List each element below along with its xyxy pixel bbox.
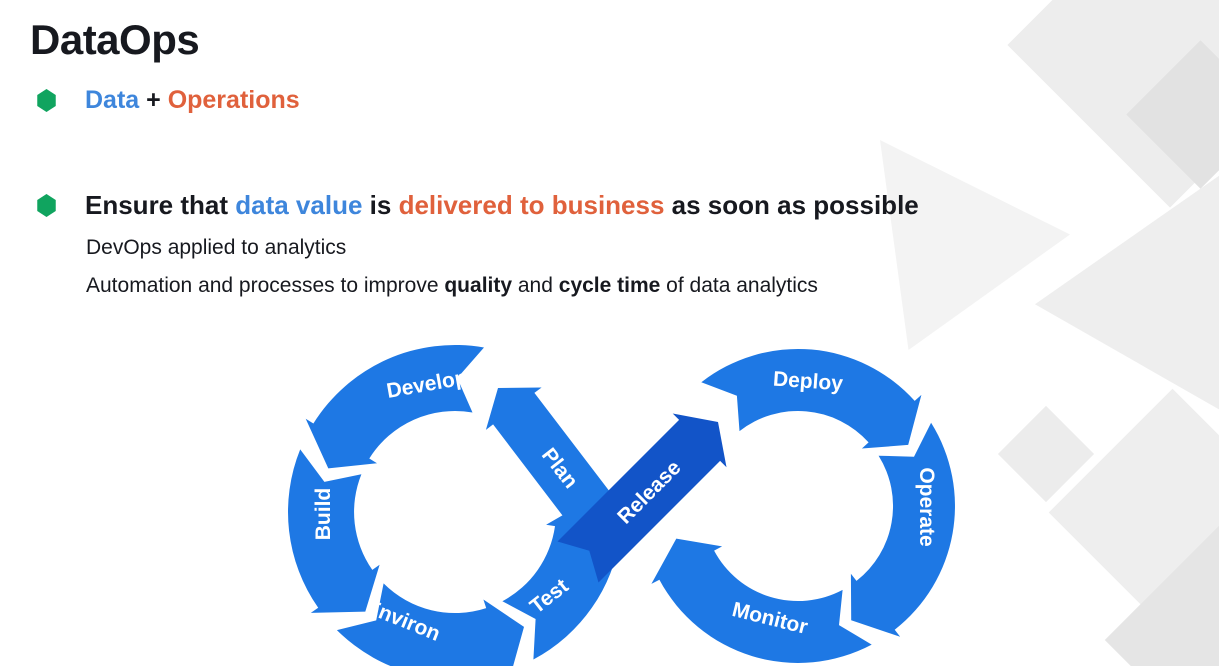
segment-monitor <box>651 538 872 663</box>
infinity-loop-segments <box>288 344 955 666</box>
slide-title: DataOps <box>30 16 200 63</box>
bullet1-text: Data + Operations <box>85 86 300 115</box>
subtext-automation: Automation and processes to improve qual… <box>86 274 818 298</box>
bullet2-text: Ensure that data value is delivered to b… <box>85 190 919 221</box>
quality-word: quality <box>444 274 513 297</box>
cycle-time-phrase: cycle time <box>558 274 661 297</box>
segment-label-build: Build <box>312 488 335 541</box>
subtext2-p3: of data analytics <box>660 274 818 297</box>
segment-label-deploy: Deploy <box>772 368 844 396</box>
segment-deploy <box>701 348 922 449</box>
subtext2-p1: Automation and processes to improve <box>86 274 445 297</box>
operations-word: Operations <box>167 86 300 114</box>
segment-environ <box>336 583 524 666</box>
segment-release <box>557 413 727 583</box>
segment-operate <box>850 422 955 637</box>
hexagon-bullet-icon <box>37 194 56 217</box>
bullet-ensure-data-value: Ensure that data value is delivered to b… <box>36 190 919 221</box>
segment-build <box>288 449 380 613</box>
bullet2-mid: is <box>362 190 399 220</box>
hexagon-bullet-icon <box>37 89 56 112</box>
bullet2-tail: as soon as possible <box>664 190 919 220</box>
plus-sign: + <box>139 86 168 114</box>
bullet2-lead: Ensure that <box>85 190 236 220</box>
delivered-to-business-phrase: delivered to business <box>398 190 665 220</box>
subtext-devops-applied: DevOps applied to analytics <box>86 236 347 259</box>
segment-develop <box>305 344 484 469</box>
data-value-phrase: data value <box>235 190 363 220</box>
data-word: Data <box>85 86 140 114</box>
subtext2-p2: and <box>512 274 559 297</box>
bullet-data-plus-operations: Data + Operations <box>36 86 300 115</box>
segment-label-operate: Operate <box>915 467 938 546</box>
